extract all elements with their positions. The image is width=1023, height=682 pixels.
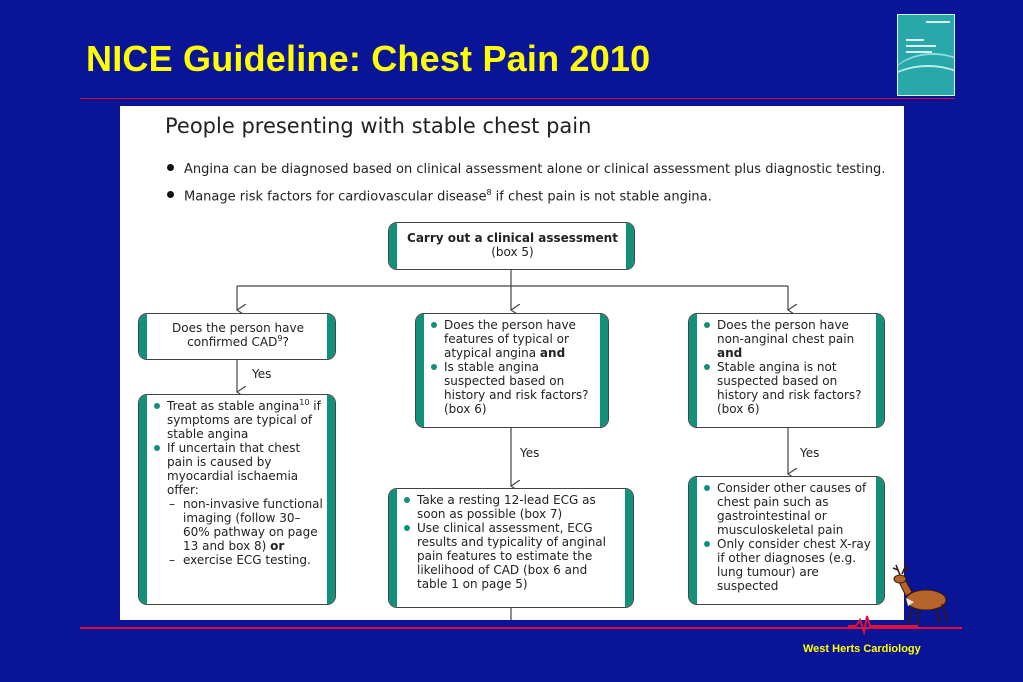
intro-bullet-1: Angina can be diagnosed based on clinica… xyxy=(167,162,885,177)
slide-title: NICE Guideline: Chest Pain 2010 xyxy=(86,38,651,79)
conjunction-label: and xyxy=(539,346,566,360)
resting-ecg-item: Take a resting 12-lead ECG as soon as po… xyxy=(403,493,621,521)
intro-bullet-2-text: Manage risk factors for cardiovascular d… xyxy=(184,189,487,205)
functional-imaging-text: non-invasive functional imaging (follow … xyxy=(183,497,323,553)
confirmed-cad-question-box: Does the person have confirmed CAD9? xyxy=(138,313,336,360)
estimate-likelihood-item: Use clinical assessment, ECG results and… xyxy=(403,521,621,591)
intro-bullet-2-tail: if chest pain is not stable angina. xyxy=(491,189,712,205)
intro-bullet-1-text: Angina can be diagnosed based on clinica… xyxy=(184,162,886,177)
uncertain-cause-item: If uncertain that chest pain is caused b… xyxy=(153,441,323,497)
yes-label-right: Yes xyxy=(800,446,820,460)
non-anginal-question-item: Does the person have non-anginal chest p… xyxy=(703,318,872,360)
footer-brand: West Herts Cardiology xyxy=(803,643,921,655)
stable-angina-suspected-item: Is stable angina suspected based on hist… xyxy=(430,360,596,416)
non-anginal-question-text: Does the person have non-anginal chest p… xyxy=(717,318,855,346)
typical-angina-question-box: Does the person have features of typical… xyxy=(415,313,609,428)
exercise-ecg-option: exercise ECG testing. xyxy=(153,553,323,567)
clinical-assessment-title: Carry out a clinical assessment xyxy=(407,231,618,245)
footnote-ref: 9 xyxy=(277,334,283,343)
treat-stable-angina-tail: if symptoms are typical of stable angina xyxy=(167,399,321,441)
intro-bullet-2: Manage risk factors for cardiovascular d… xyxy=(167,188,712,204)
flowchart-figure: People presenting with stable chest pain… xyxy=(120,106,904,620)
other-causes-item: Consider other causes of chest pain such… xyxy=(703,481,872,537)
treat-stable-angina-box: Treat as stable angina10 if symptoms are… xyxy=(138,394,336,605)
typical-angina-question-text: Does the person have features of typical… xyxy=(444,318,576,360)
stable-angina-not-suspected-item: Stable angina is not suspected based on … xyxy=(703,360,872,416)
typical-angina-question-item: Does the person have features of typical… xyxy=(430,318,596,360)
bullet-dot-icon xyxy=(167,191,174,199)
yes-label-middle: Yes xyxy=(520,446,540,460)
footnote-ref: 8 xyxy=(486,188,492,197)
bullet-dot-icon xyxy=(167,164,174,171)
flowchart-connectors xyxy=(120,270,904,620)
clinical-assessment-ref: (box 5) xyxy=(491,245,534,259)
conjunction-label: or xyxy=(270,539,285,553)
non-anginal-question-box: Does the person have non-anginal chest p… xyxy=(688,313,885,428)
chest-xray-item: Only consider chest X-ray if other diagn… xyxy=(703,537,872,593)
resting-ecg-box: Take a resting 12-lead ECG as soon as po… xyxy=(388,488,634,608)
guideline-cover-thumbnail xyxy=(897,14,955,96)
treat-stable-angina-text: Treat as stable angina xyxy=(167,399,300,413)
footnote-ref: 10 xyxy=(299,398,310,407)
other-causes-box: Consider other causes of chest pain such… xyxy=(688,476,885,605)
confirmed-cad-question-text: Does the person have confirmed CAD xyxy=(172,321,304,349)
bottom-divider xyxy=(80,627,962,629)
figure-heading: People presenting with stable chest pain xyxy=(165,114,592,138)
yes-label-left: Yes xyxy=(252,367,272,381)
functional-imaging-option: non-invasive functional imaging (follow … xyxy=(153,497,323,553)
confirmed-cad-question-tail: ? xyxy=(282,335,289,349)
clinical-assessment-box: Carry out a clinical assessment (box 5) xyxy=(388,222,635,270)
conjunction-label: and xyxy=(717,346,743,360)
treat-stable-angina-item: Treat as stable angina10 if symptoms are… xyxy=(153,399,323,441)
top-divider xyxy=(80,98,955,99)
deer-logo xyxy=(848,564,949,636)
